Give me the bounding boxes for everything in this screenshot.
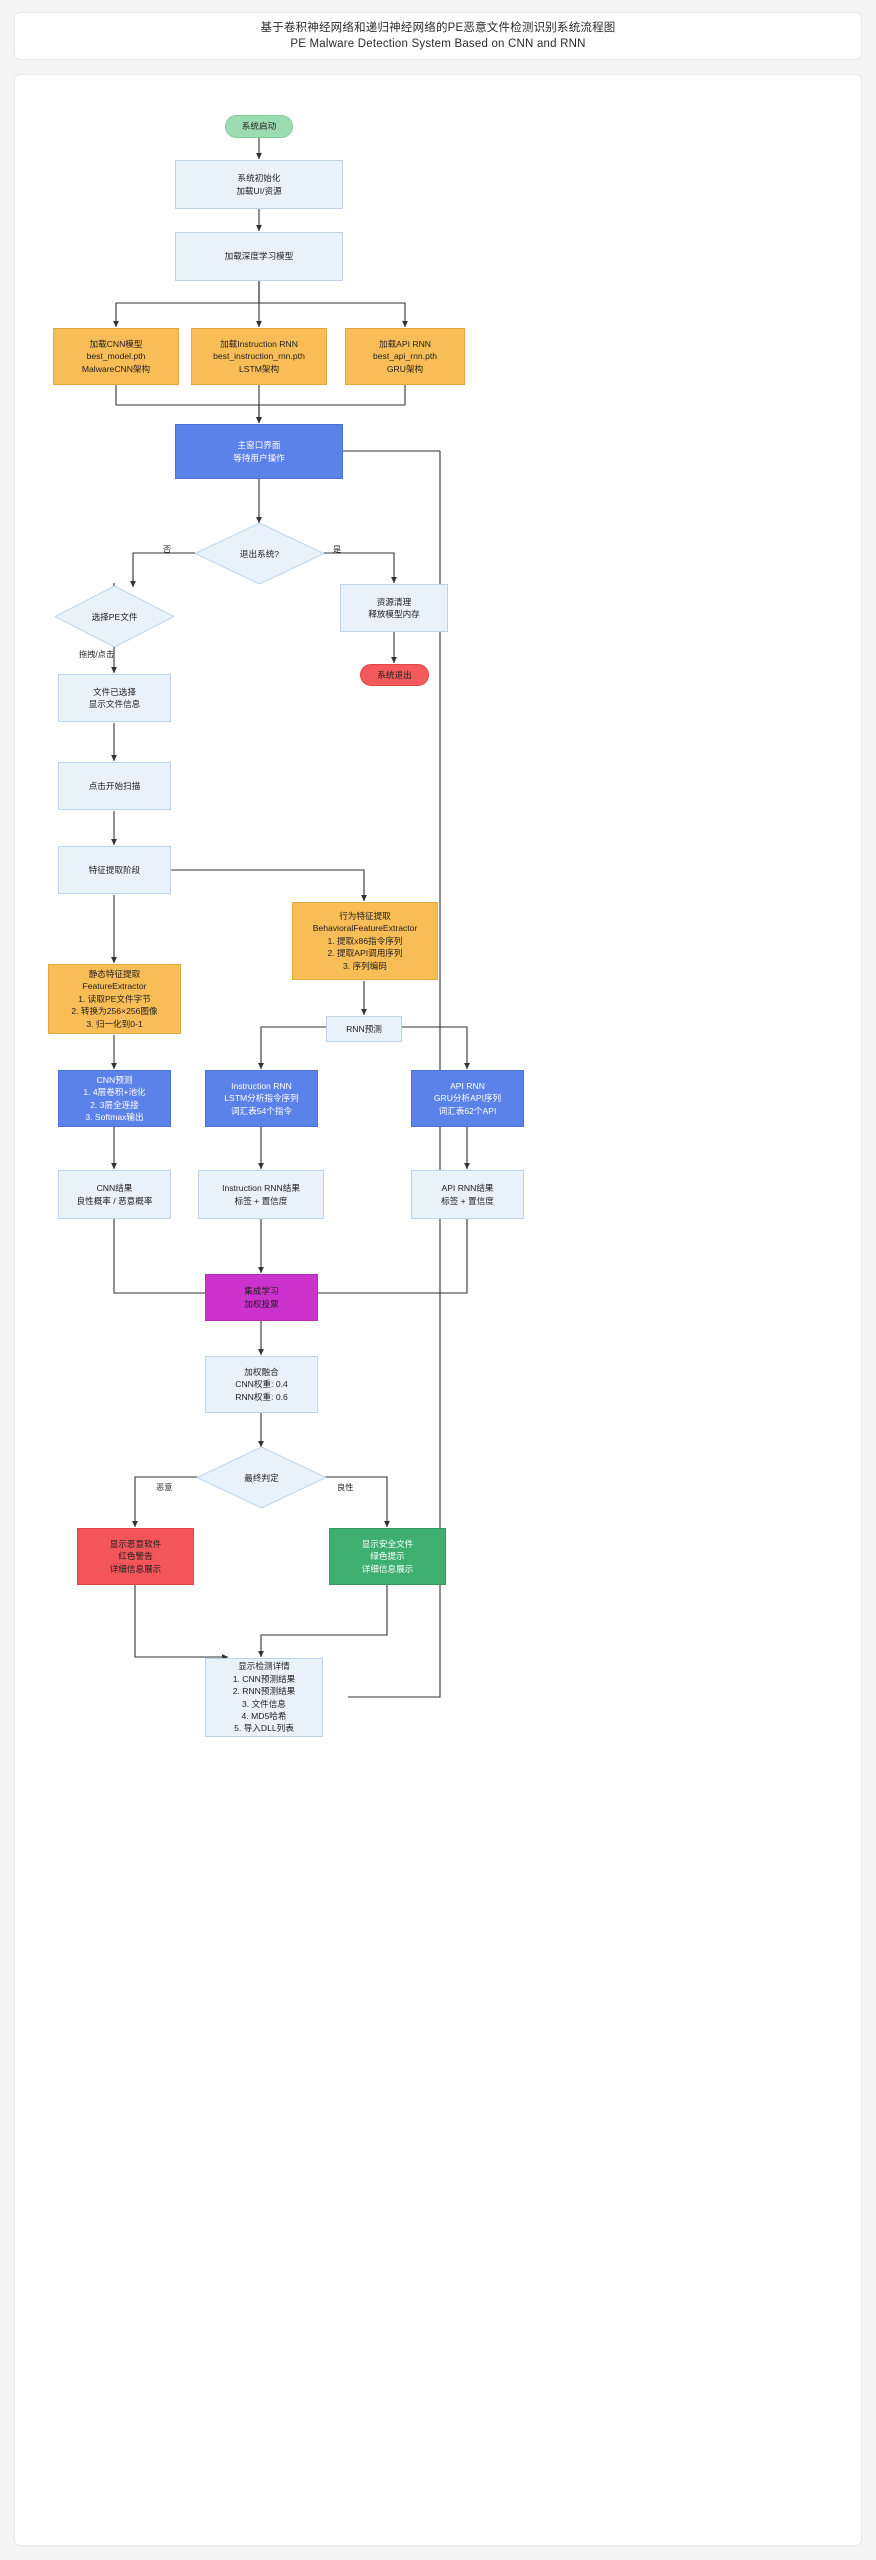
node-feature-stage[interactable]: 特征提取阶段 xyxy=(58,846,171,894)
edge-label-exit-no: 否 xyxy=(163,545,172,554)
node-load-cnn-model[interactable]: 加载CNN模型 best_model.pth MalwareCNN架构 xyxy=(53,328,179,385)
diamond-shape xyxy=(195,523,324,584)
flowchart-edges xyxy=(111,137,470,1698)
node-load-models[interactable]: 加载深度学习模型 xyxy=(175,232,343,281)
node-select-pe-file[interactable]: 选择PE文件 xyxy=(55,586,174,647)
node-system-init[interactable]: 系统初始化 加载UI/资源 xyxy=(175,160,343,209)
node-rnn-predict[interactable]: RNN预测 xyxy=(326,1016,402,1042)
title-card: 基于卷积神经网络和递归神经网络的PE恶意文件检测识别系统流程图 PE Malwa… xyxy=(14,12,862,60)
node-system-exit[interactable]: 系统退出 xyxy=(360,664,429,686)
node-api-rnn-result[interactable]: API RNN结果 标签 + 置信度 xyxy=(411,1170,524,1219)
edge-label-benign: 良性 xyxy=(337,1483,354,1492)
node-cnn-predict[interactable]: CNN预测 1. 4层卷积+池化 2. 3层全连接 3. Softmax输出 xyxy=(58,1070,171,1127)
node-exit-decision[interactable]: 退出系统? xyxy=(195,523,324,584)
edge-label-exit-yes: 是 xyxy=(333,545,342,554)
flowchart-card: 系统启动 系统初始化 加载UI/资源 加载深度学习模型 加载CNN模型 best… xyxy=(14,74,862,2546)
flowchart-canvas: 系统启动 系统初始化 加载UI/资源 加载深度学习模型 加载CNN模型 best… xyxy=(15,75,863,2547)
node-load-instruction-rnn[interactable]: 加载Instruction RNN best_instruction_rnn.p… xyxy=(191,328,327,385)
node-show-safe-file[interactable]: 显示安全文件 绿色提示 详细信息展示 xyxy=(329,1528,446,1585)
node-behavioral-feature-extraction[interactable]: 行为特征提取 BehavioralFeatureExtractor 1. 提取x… xyxy=(292,902,438,980)
node-start-scan[interactable]: 点击开始扫描 xyxy=(58,762,171,810)
node-ensemble-learning[interactable]: 集成学习 加权投票 xyxy=(205,1274,318,1321)
node-main-window[interactable]: 主窗口界面 等待用户操作 xyxy=(175,424,343,479)
node-instruction-rnn-predict[interactable]: Instruction RNN LSTM分析指令序列 词汇表54个指令 xyxy=(205,1070,318,1127)
node-start[interactable]: 系统启动 xyxy=(225,115,293,138)
node-final-decision[interactable]: 最终判定 xyxy=(197,1447,326,1508)
edge-label-malicious: 恶意 xyxy=(156,1483,173,1492)
node-resource-cleanup[interactable]: 资源清理 释放模型内存 xyxy=(340,584,448,632)
node-show-malware[interactable]: 显示恶意软件 红色警告 详细信息展示 xyxy=(77,1528,194,1585)
node-load-api-rnn[interactable]: 加载API RNN best_api_rnn.pth GRU架构 xyxy=(345,328,465,385)
node-show-detection-details[interactable]: 显示检测详情 1. CNN预测结果 2. RNN预测结果 3. 文件信息 4. … xyxy=(205,1658,323,1737)
node-final-decision-label: 最终判定 xyxy=(244,1472,279,1483)
node-weighted-fusion[interactable]: 加权融合 CNN权重: 0.4 RNN权重: 0.6 xyxy=(205,1356,318,1413)
node-static-feature-extraction[interactable]: 静态特征提取 FeatureExtractor 1. 读取PE文件字节 2. 转… xyxy=(48,964,181,1034)
node-file-selected[interactable]: 文件已选择 显示文件信息 xyxy=(58,674,171,722)
node-select-pe-file-label: 选择PE文件 xyxy=(91,611,138,622)
page-title-zh: 基于卷积神经网络和递归神经网络的PE恶意文件检测识别系统流程图 xyxy=(260,21,616,34)
edge-label-drag-click: 拖拽/点击 xyxy=(79,650,115,659)
node-cnn-result[interactable]: CNN结果 良性概率 / 恶意概率 xyxy=(58,1170,171,1219)
page-title-en: PE Malware Detection System Based on CNN… xyxy=(290,38,586,50)
node-exit-decision-label: 退出系统? xyxy=(239,548,280,559)
diamond-shape xyxy=(55,586,174,647)
diamond-shape xyxy=(197,1447,326,1508)
node-instruction-rnn-result[interactable]: Instruction RNN结果 标签 + 置信度 xyxy=(198,1170,324,1219)
node-api-rnn-predict[interactable]: API RNN GRU分析API序列 词汇表62个API xyxy=(411,1070,524,1127)
